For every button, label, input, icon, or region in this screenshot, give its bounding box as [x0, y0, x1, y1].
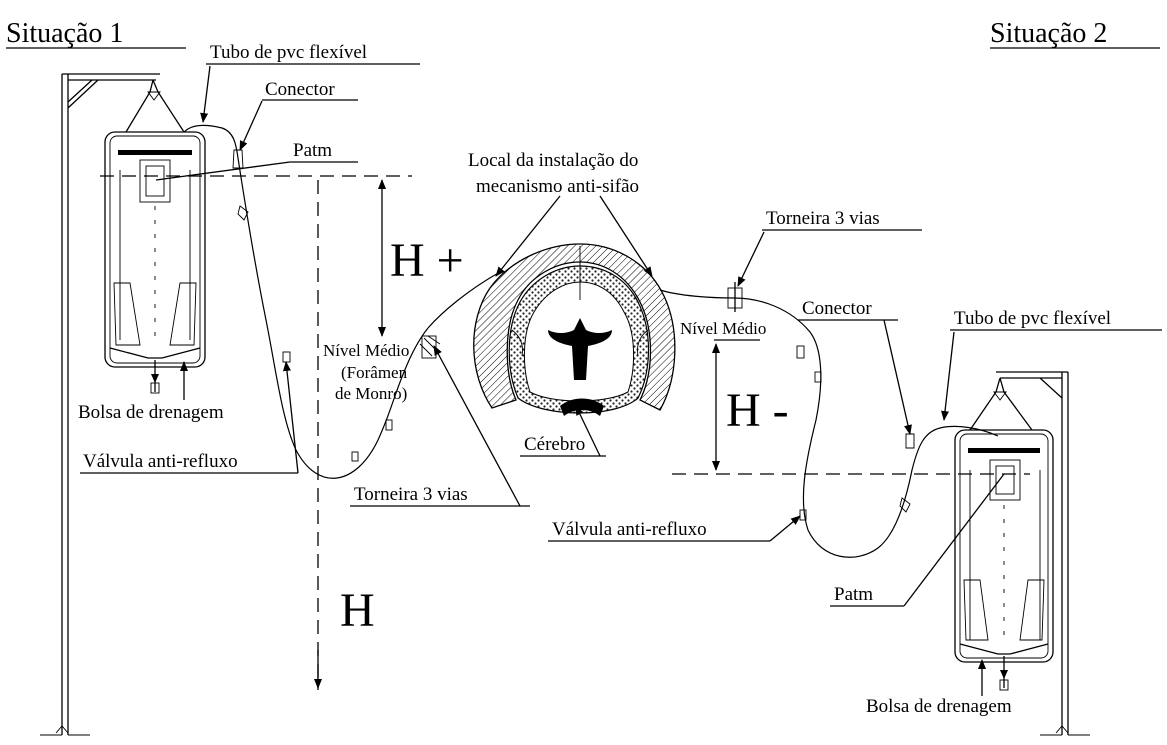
label-patm-right: Patm — [830, 473, 1005, 607]
label-valvula-right: Válvula anti-refluxo — [548, 515, 801, 542]
svg-text:Situação 1: Situação 1 — [6, 18, 123, 49]
right-drain-tube — [659, 282, 999, 558]
svg-text:de Monro): de Monro) — [335, 384, 407, 403]
label-bolsa-left: Bolsa de drenagem — [78, 361, 224, 423]
svg-text:Tubo de pvc flexível: Tubo de pvc flexível — [210, 42, 367, 63]
label-torneira-left: Torneira 3 vias — [350, 345, 530, 507]
svg-text:Cérebro: Cérebro — [524, 434, 585, 455]
h-plus-measure: H + H — [100, 175, 464, 690]
svg-text:Tubo de pvc flexível: Tubo de pvc flexível — [954, 308, 1111, 329]
svg-text:Bolsa de drenagem: Bolsa de drenagem — [78, 402, 224, 423]
title-right: Situação 2 — [990, 18, 1160, 49]
left-drainage-bag — [104, 79, 206, 394]
label-local-antisifao: Local da instalação do mecanismo anti-si… — [468, 150, 653, 277]
svg-text:Torneira 3 vias: Torneira 3 vias — [354, 484, 468, 505]
h-minus-label: H - — [726, 384, 789, 437]
svg-text:Válvula anti-refluxo: Válvula anti-refluxo — [552, 519, 707, 540]
label-torneira-right: Torneira 3 vias — [737, 208, 922, 287]
svg-text:Nível Médio: Nível Médio — [680, 319, 766, 338]
h-plus-label: H + — [390, 234, 464, 287]
h-minus-measure: H - — [672, 339, 1030, 475]
svg-text:Local da instalação do: Local da instalação do — [468, 150, 638, 171]
right-iv-pole — [996, 371, 1090, 736]
svg-text:Patm: Patm — [834, 584, 873, 605]
label-tubo-right: Tubo de pvc flexível — [941, 308, 1162, 421]
title-left: Situação 1 — [6, 18, 186, 49]
right-drainage-bag — [954, 377, 1054, 691]
svg-text:Conector: Conector — [802, 298, 872, 319]
svg-text:(Forâmen: (Forâmen — [341, 363, 408, 382]
svg-text:mecanismo anti-sifão: mecanismo anti-sifão — [476, 176, 639, 197]
svg-text:Situação 2: Situação 2 — [990, 18, 1107, 49]
label-patm-left: Patm — [155, 140, 358, 181]
left-drain-tube — [183, 124, 501, 479]
svg-text:Torneira 3 vias: Torneira 3 vias — [766, 208, 880, 229]
label-cerebro: Cérebro — [520, 405, 606, 457]
brain-illustration — [473, 243, 676, 416]
label-tubo-left: Tubo de pvc flexível — [200, 42, 420, 123]
svg-text:Válvula anti-refluxo: Válvula anti-refluxo — [83, 451, 238, 472]
svg-text:Nível Médio: Nível Médio — [323, 341, 409, 360]
label-nivel-right: Nível Médio — [680, 319, 766, 338]
h-big-label: H — [340, 584, 375, 637]
svg-text:Conector: Conector — [265, 79, 335, 100]
label-valvula-left: Válvula anti-refluxo — [80, 361, 299, 474]
left-iv-pole — [40, 73, 160, 736]
label-conector-right: Conector — [798, 298, 912, 435]
label-nivel-left: Nível Médio (Forâmen de Monro) — [323, 341, 409, 403]
svg-text:Bolsa de drenagem: Bolsa de drenagem — [866, 696, 1012, 717]
svg-text:Patm: Patm — [293, 140, 332, 161]
label-bolsa-right: Bolsa de drenagem — [866, 659, 1012, 717]
label-conector-left: Conector — [239, 79, 358, 151]
